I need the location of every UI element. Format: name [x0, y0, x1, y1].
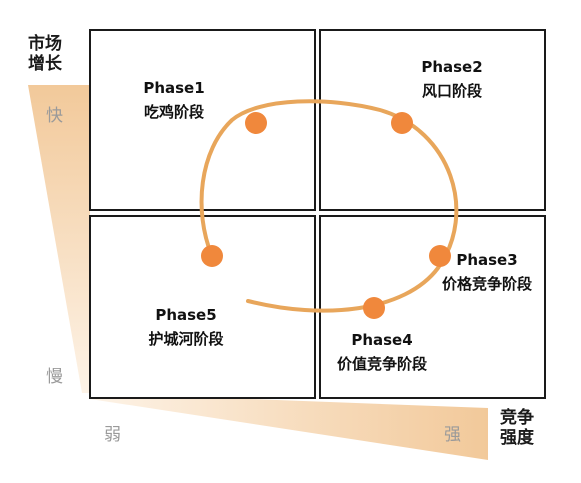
phase4-marker	[363, 297, 385, 319]
phase3-marker	[429, 245, 451, 267]
phase5-name: Phase5	[155, 306, 217, 324]
phase1-stage: 吃鸡阶段	[143, 103, 204, 121]
y-axis-title: 市场 增长	[28, 34, 62, 74]
y-axis-high-label: 快	[46, 106, 63, 126]
phase4-stage: 价值竞争阶段	[336, 355, 427, 373]
phase3-stage: 价格竞争阶段	[441, 275, 532, 293]
phase5-marker	[201, 245, 223, 267]
phase5-label: Phase5 护城河阶段	[134, 303, 238, 351]
phase2-stage: 风口阶段	[421, 82, 482, 100]
competition-wedge	[90, 393, 488, 460]
quadrant-top-right	[319, 29, 546, 211]
phase3-name: Phase3	[456, 251, 518, 269]
phase1-marker	[245, 112, 267, 134]
phase1-name: Phase1	[143, 79, 205, 97]
y-axis-low-label: 慢	[46, 367, 63, 387]
x-axis-title: 竞争 强度	[500, 408, 534, 448]
phase2-name: Phase2	[421, 58, 483, 76]
phase4-label: Phase4 价值竞争阶段	[326, 328, 438, 376]
phase1-label: Phase1 吃鸡阶段	[128, 76, 220, 124]
phase2-label: Phase2 风口阶段	[406, 55, 498, 103]
phase3-label: Phase3 价格竞争阶段	[428, 248, 546, 296]
x-axis-high-label: 强	[444, 425, 461, 445]
phase5-stage: 护城河阶段	[148, 330, 224, 348]
phase4-name: Phase4	[351, 331, 413, 349]
x-axis-low-label: 弱	[104, 425, 121, 445]
market-growth-wedge	[28, 85, 90, 393]
phase2-marker	[391, 112, 413, 134]
